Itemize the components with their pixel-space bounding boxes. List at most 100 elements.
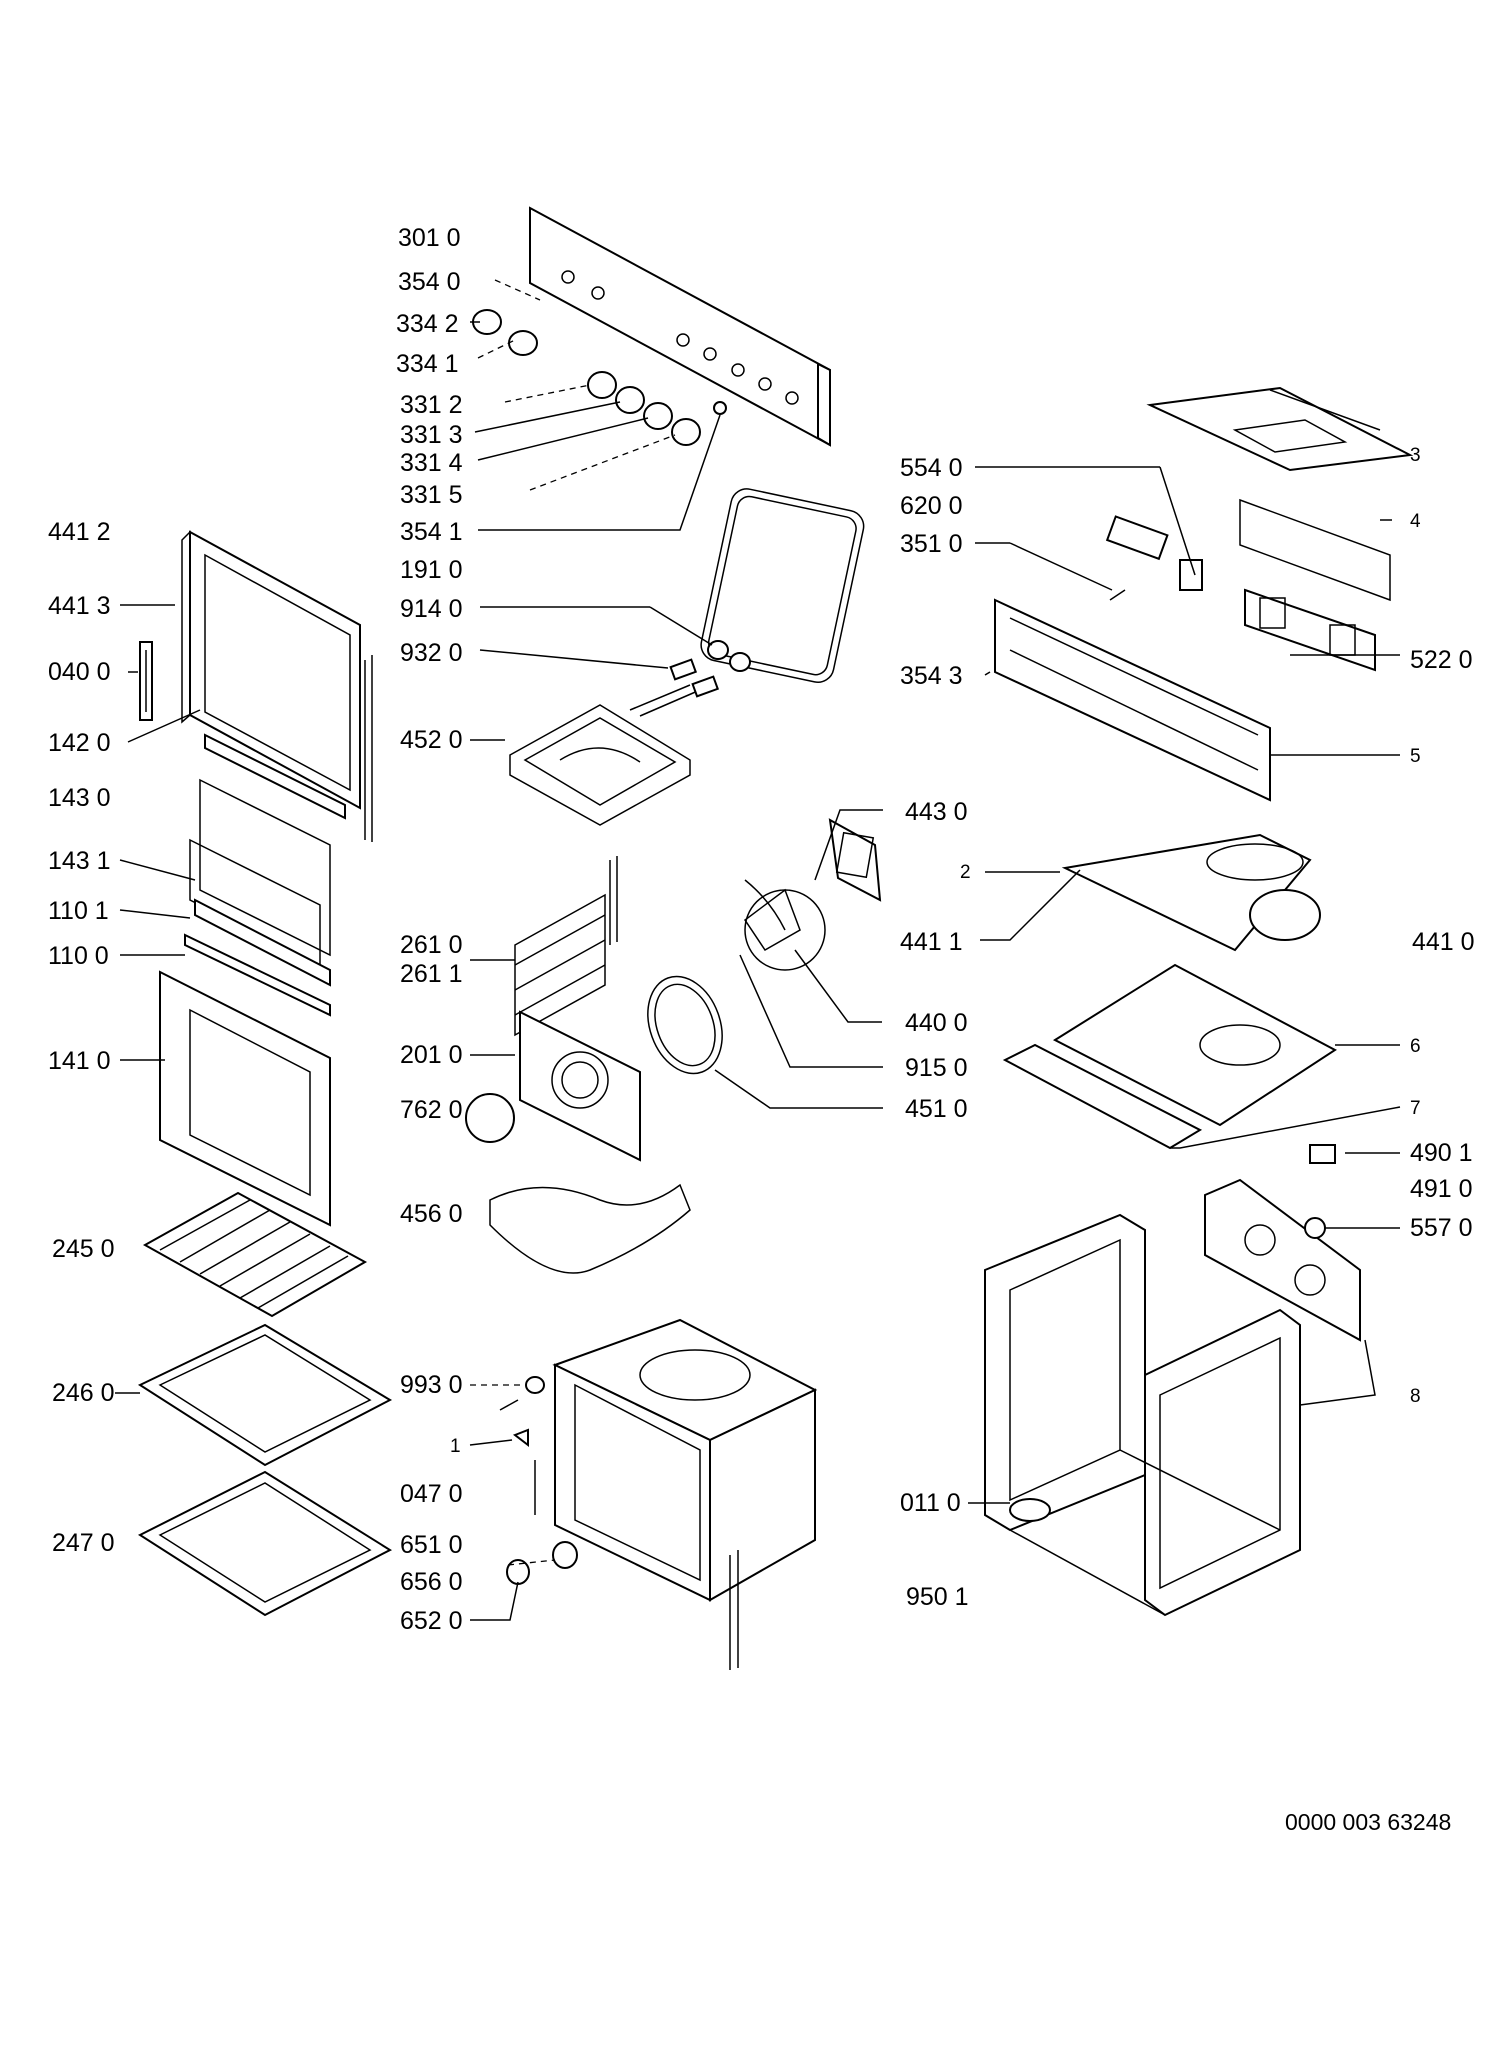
part-490 [1309, 1144, 1336, 1164]
label-652-0: 652 0 [400, 1607, 463, 1635]
label-141-0: 141 0 [48, 1047, 111, 1075]
label-261-1: 261 1 [400, 960, 463, 988]
front-frame [994, 598, 1271, 802]
label-354-3: 354 3 [900, 662, 963, 690]
bottom-element [489, 1183, 691, 1274]
baking-tray-246 [137, 1323, 393, 1467]
label-4: 4 [1410, 511, 1421, 532]
label-8: 8 [1410, 1386, 1421, 1407]
top-cover [1146, 386, 1414, 472]
control-panel-fascia [529, 206, 831, 447]
label-334-2: 334 2 [396, 310, 459, 338]
label-334-1: 334 1 [396, 350, 459, 378]
label-441-2: 441 2 [48, 518, 111, 546]
label-301-0: 301 0 [398, 224, 461, 252]
label-932-0: 932 0 [400, 639, 463, 667]
label-522-0: 522 0 [1410, 646, 1473, 674]
label-441-3: 441 3 [48, 592, 111, 620]
label-142-0: 142 0 [48, 729, 111, 757]
label-245-0: 245 0 [52, 1235, 115, 1263]
part-351 [1109, 589, 1126, 601]
fan-cover [519, 1010, 641, 1162]
inner-top-cover [1052, 963, 1337, 1127]
fan-motor [828, 818, 882, 902]
label-443-0: 443 0 [905, 798, 968, 826]
label-331-3: 331 3 [400, 421, 463, 449]
control-pcb [1204, 1178, 1361, 1342]
label-554-0: 554 0 [900, 454, 963, 482]
label-011-0: 011 0 [900, 1489, 961, 1517]
cooling-fan-housing [1061, 833, 1321, 952]
front-profile [1002, 1043, 1203, 1150]
label-354-1: 354 1 [400, 518, 463, 546]
label-143-0: 143 0 [48, 784, 111, 812]
part-914 [707, 640, 729, 660]
door-strip [204, 733, 346, 820]
oven-door [181, 530, 373, 842]
label-143-1: 143 1 [48, 847, 111, 875]
relay-module-620 [1105, 515, 1203, 591]
diagram-code: 0000 003 63248 [1285, 1809, 1451, 1835]
label-620-0: 620 0 [900, 492, 963, 520]
label-191-0: 191 0 [400, 556, 463, 584]
label-331-5: 331 5 [400, 481, 463, 509]
label-110-1: 110 1 [48, 897, 109, 925]
label-915-0: 915 0 [905, 1054, 968, 1082]
label-2: 2 [960, 862, 971, 883]
label-246-0: 246 0 [52, 1379, 115, 1407]
ring-element [647, 975, 723, 1075]
label-6: 6 [1410, 1036, 1421, 1057]
screw-993 [499, 1399, 519, 1411]
label-656-0: 656 0 [400, 1568, 463, 1596]
door-seal-inner [707, 495, 857, 676]
label-914-0: 914 0 [400, 595, 463, 623]
label-651-0: 651 0 [400, 1531, 463, 1559]
part-993 [525, 1376, 545, 1394]
label-440-0: 440 0 [905, 1009, 968, 1037]
label-441-1: 441 1 [900, 928, 963, 956]
label-557-0: 557 0 [1410, 1214, 1473, 1242]
wiring-block-4 [1239, 498, 1391, 602]
glass-panel [199, 778, 331, 957]
foot-011 [1009, 1498, 1051, 1522]
label-247-0: 247 0 [52, 1529, 115, 1557]
label-354-0: 354 0 [398, 268, 461, 296]
door-profile-2 [184, 933, 331, 1017]
fan-blade [743, 879, 826, 971]
part-656 [506, 1559, 530, 1585]
label-047-0: 047 0 [400, 1480, 463, 1508]
inner-door [159, 970, 331, 1227]
part-1 [512, 1428, 529, 1448]
oven-cavity [552, 1318, 818, 1670]
part-932 [669, 658, 698, 681]
door-profile [194, 898, 331, 987]
part-914-b [729, 652, 751, 672]
grill-element [509, 684, 701, 826]
part-557 [1304, 1217, 1326, 1239]
label-5: 5 [1410, 746, 1421, 767]
label-490-1: 490 1 [1410, 1139, 1473, 1167]
label-110-0: 110 0 [48, 942, 109, 970]
label-201-0: 201 0 [400, 1041, 463, 1069]
part-932-b [691, 675, 720, 698]
door-hinge [139, 641, 153, 721]
label-452-0: 452 0 [400, 726, 463, 754]
baking-tray-247 [137, 1470, 393, 1617]
label-3: 3 [1410, 445, 1421, 466]
label-993-0: 993 0 [400, 1371, 463, 1399]
ring-element-inner [654, 983, 716, 1067]
wire-shelf [142, 1191, 368, 1318]
label-451-0: 451 0 [905, 1095, 968, 1123]
label-040-0: 040 0 [48, 658, 111, 686]
label-441-0: 441 0 [1412, 928, 1475, 956]
leader-lines [115, 279, 1401, 1621]
oven-housing [984, 1213, 1301, 1617]
shelf-supports [514, 856, 618, 1037]
label-762-0: 762 0 [400, 1096, 463, 1124]
part-651 [552, 1541, 578, 1569]
label-7: 7 [1410, 1098, 1421, 1119]
label-331-2: 331 2 [400, 391, 463, 419]
label-491-0: 491 0 [1410, 1175, 1473, 1203]
